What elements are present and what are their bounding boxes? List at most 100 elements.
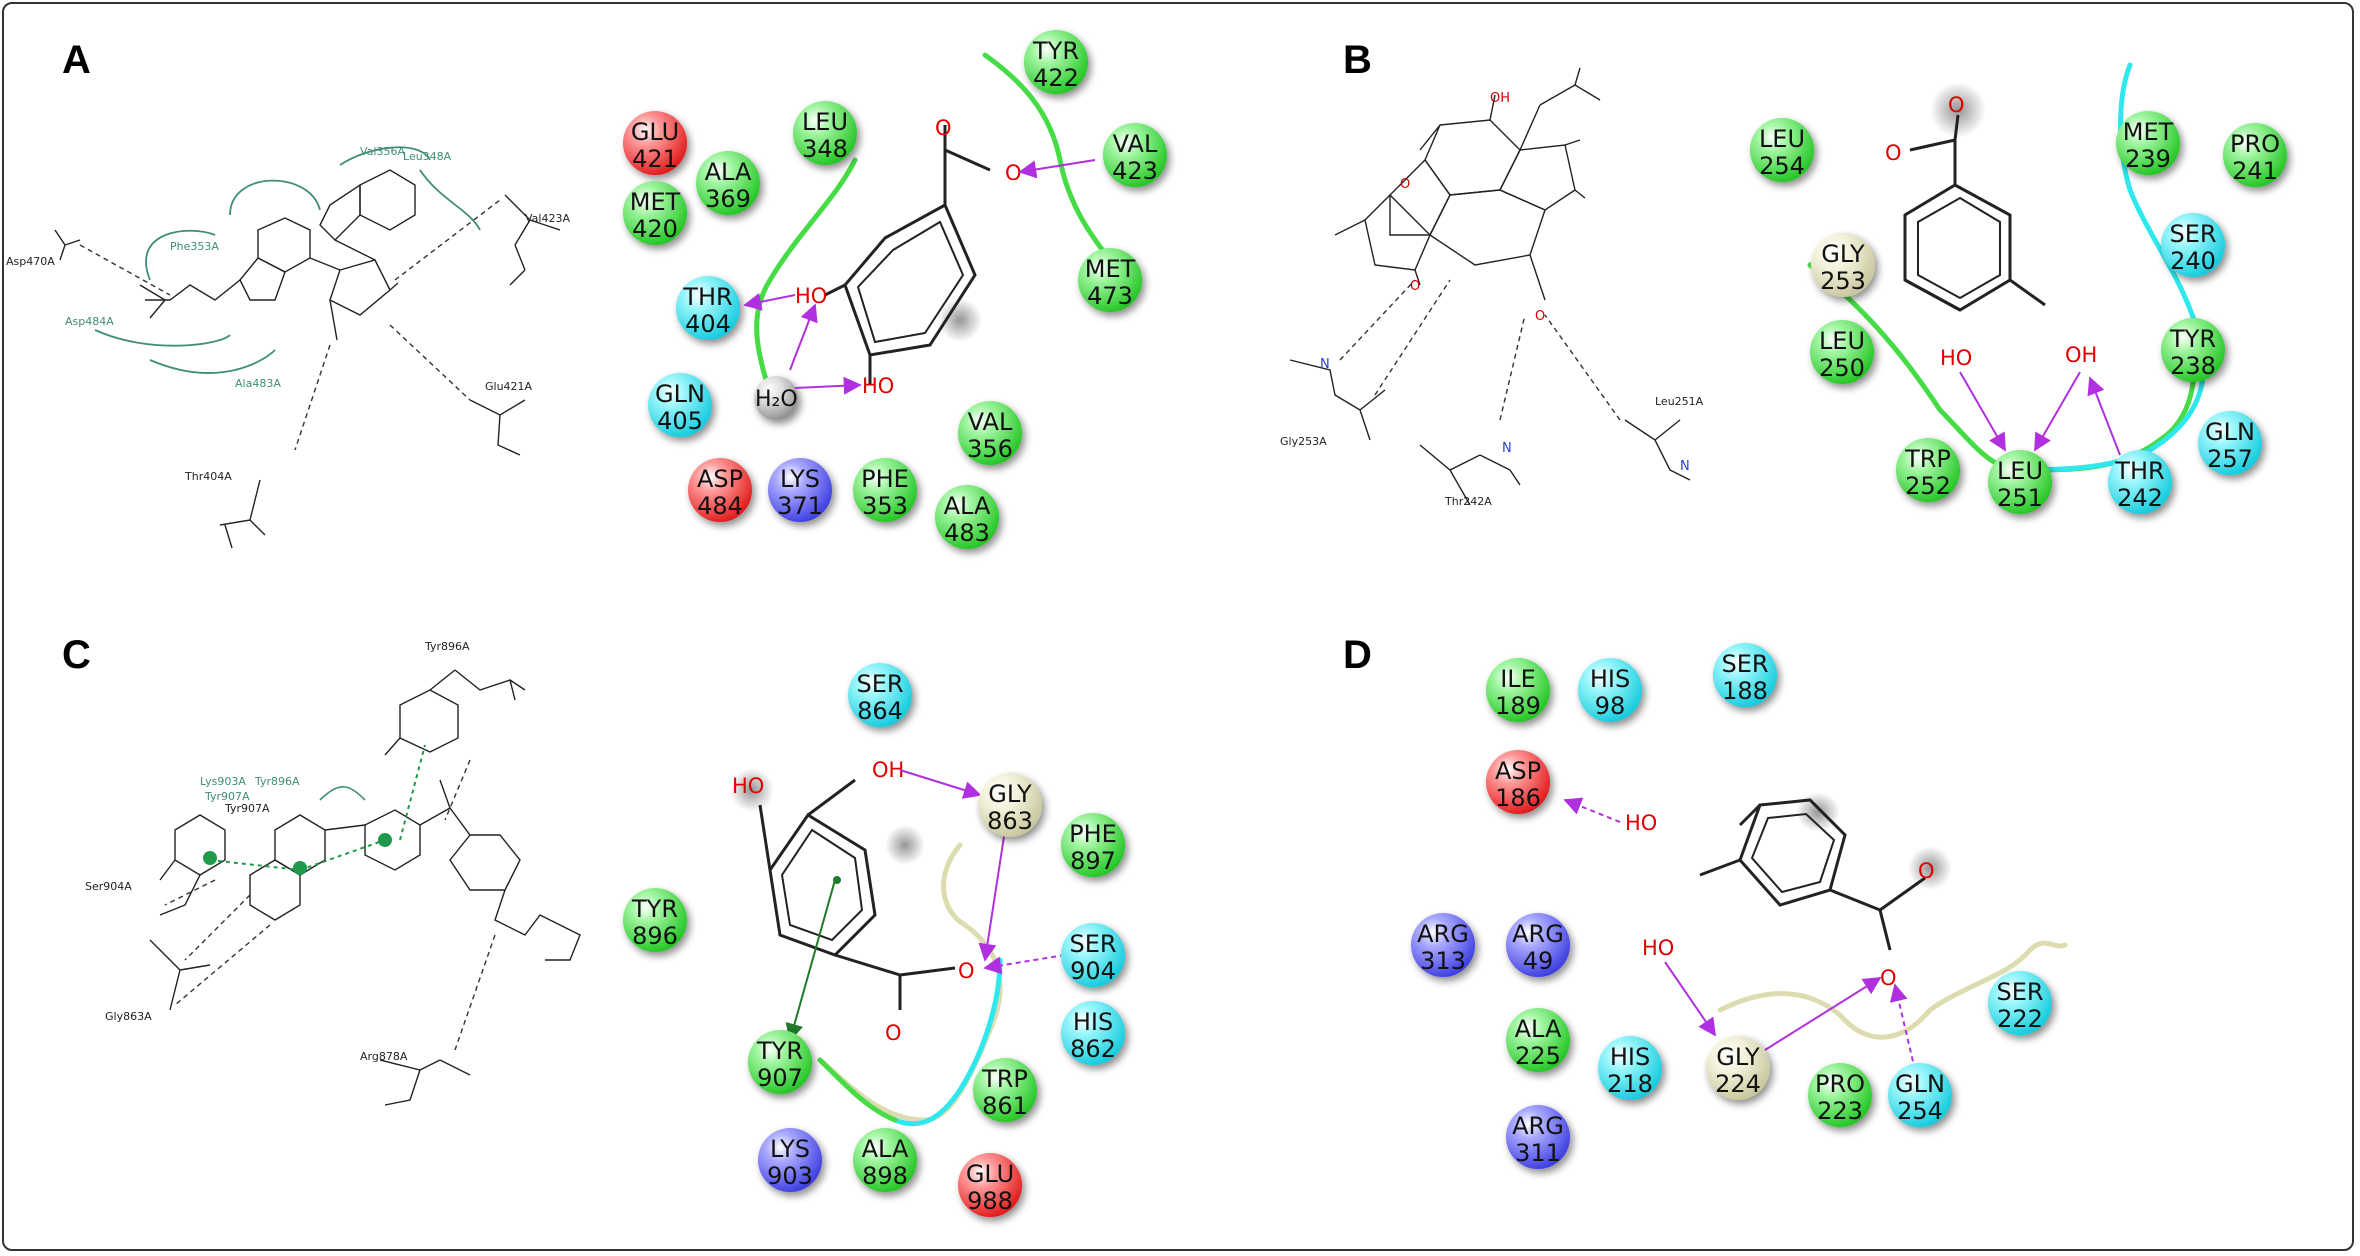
residue-name: SER (1996, 978, 2043, 1006)
residue-number: 348 (802, 135, 848, 163)
residue-sphere (1103, 123, 1167, 187)
oh-label: O (1535, 309, 1545, 324)
residue-number: 903 (767, 1162, 813, 1190)
panel-letter-b: B (1343, 38, 1372, 82)
residue-number: 223 (1817, 1097, 1863, 1125)
panel-d-pocket (1717, 940, 2068, 1040)
residue-name: LEU (1997, 457, 2043, 485)
residue-name: MET (630, 188, 681, 216)
residue-number: 988 (967, 1187, 1013, 1215)
residue-name: LYS (780, 465, 820, 493)
residue-name: ARG (1417, 920, 1469, 948)
ligplot-label: Arg878A (360, 1050, 408, 1063)
residue-number: 369 (705, 185, 751, 213)
residue-name: LEU (1819, 327, 1865, 355)
residue-number: 49 (1523, 947, 1554, 975)
hydroxyl-label: HO (732, 774, 764, 798)
residue-sphere (1506, 1008, 1570, 1072)
hydroxyl-label: OH (2065, 343, 2097, 367)
residue-sphere (696, 151, 760, 215)
residue-number: 189 (1495, 692, 1541, 720)
residue-sphere (978, 773, 1042, 837)
ligplot-label: Tyr907A (224, 802, 270, 815)
residue-sphere (1061, 923, 1125, 987)
panel-a-pocket (754, 52, 1113, 413)
residue-name: SER (1721, 650, 1768, 678)
hydroxyl-label: HO (1625, 811, 1657, 835)
residue-name: ARG (1512, 920, 1564, 948)
panel-letter-d: D (1343, 633, 1372, 677)
residue-number: 250 (1819, 354, 1865, 382)
residue-name: TYR (1032, 37, 1079, 65)
residue-sphere (958, 1153, 1022, 1217)
residue-name: ASP (697, 465, 743, 493)
residue-sphere (848, 663, 912, 727)
residue-sphere (623, 181, 687, 245)
residue-sphere (623, 111, 687, 175)
ligplot-label: Ser904A (85, 880, 132, 893)
residue-name: GLY (1716, 1043, 1760, 1071)
ligplot-label: Thr242A (1444, 495, 1492, 508)
residue-name: TYR (756, 1037, 803, 1065)
panel-c-ligplot-labels-green: Lys903A Tyr896A Tyr907A (200, 775, 300, 803)
panel-c-pi-centroids (203, 833, 392, 875)
residue-name: VAL (1113, 130, 1158, 158)
residue-sphere (688, 458, 752, 522)
residue-name: TYR (631, 895, 678, 923)
residue-name: LEU (1759, 125, 1805, 153)
panel-a-hbonds (743, 159, 1096, 395)
residue-sphere (1896, 438, 1960, 502)
residue-name: PHE (861, 465, 909, 493)
residue-name: MET (2123, 118, 2174, 146)
residue-number: 222 (1997, 1005, 2043, 1033)
hydroxyl-label: HO (1642, 936, 1674, 960)
residue-name: VAL (968, 408, 1013, 436)
residue-sphere (768, 458, 832, 522)
residue-number: 422 (1033, 64, 1079, 92)
panel-c-ligplot (149, 669, 581, 1106)
panel-b-ligplot (1289, 67, 1691, 506)
residue-number: 242 (2117, 484, 2163, 512)
residue-sphere (2108, 450, 2172, 514)
residue-name: GLU (631, 118, 679, 146)
panel-a-ligplot-labels: Val356A Leu348A Phe353A Asp484A Ala483A (65, 145, 452, 390)
residue-sphere (1988, 450, 2052, 514)
residue-sphere (1486, 658, 1550, 722)
residue-number: 253 (1820, 267, 1866, 295)
hydroxyl-label: HO (795, 284, 827, 308)
panel-a-water: H₂O (754, 376, 798, 420)
ligplot-label: Thr404A (184, 470, 232, 483)
residue-sphere (1078, 248, 1142, 312)
oh-label: O (1410, 279, 1420, 294)
residue-name: TRP (981, 1065, 1028, 1093)
residue-number: 311 (1515, 1139, 1561, 1167)
residue-number: 254 (1759, 152, 1805, 180)
carbonyl-oxygen-label: O (958, 959, 975, 983)
ligplot-label: Phe353A (170, 240, 219, 253)
residue-name: MET (1085, 255, 1136, 283)
ligplot-label: Leu251A (1655, 395, 1704, 408)
residue-sphere (2161, 213, 2225, 277)
residue-name: GLN (2205, 418, 2255, 446)
residue-sphere (648, 373, 712, 437)
carbonyl-oxygen-label: O (1885, 141, 1902, 165)
